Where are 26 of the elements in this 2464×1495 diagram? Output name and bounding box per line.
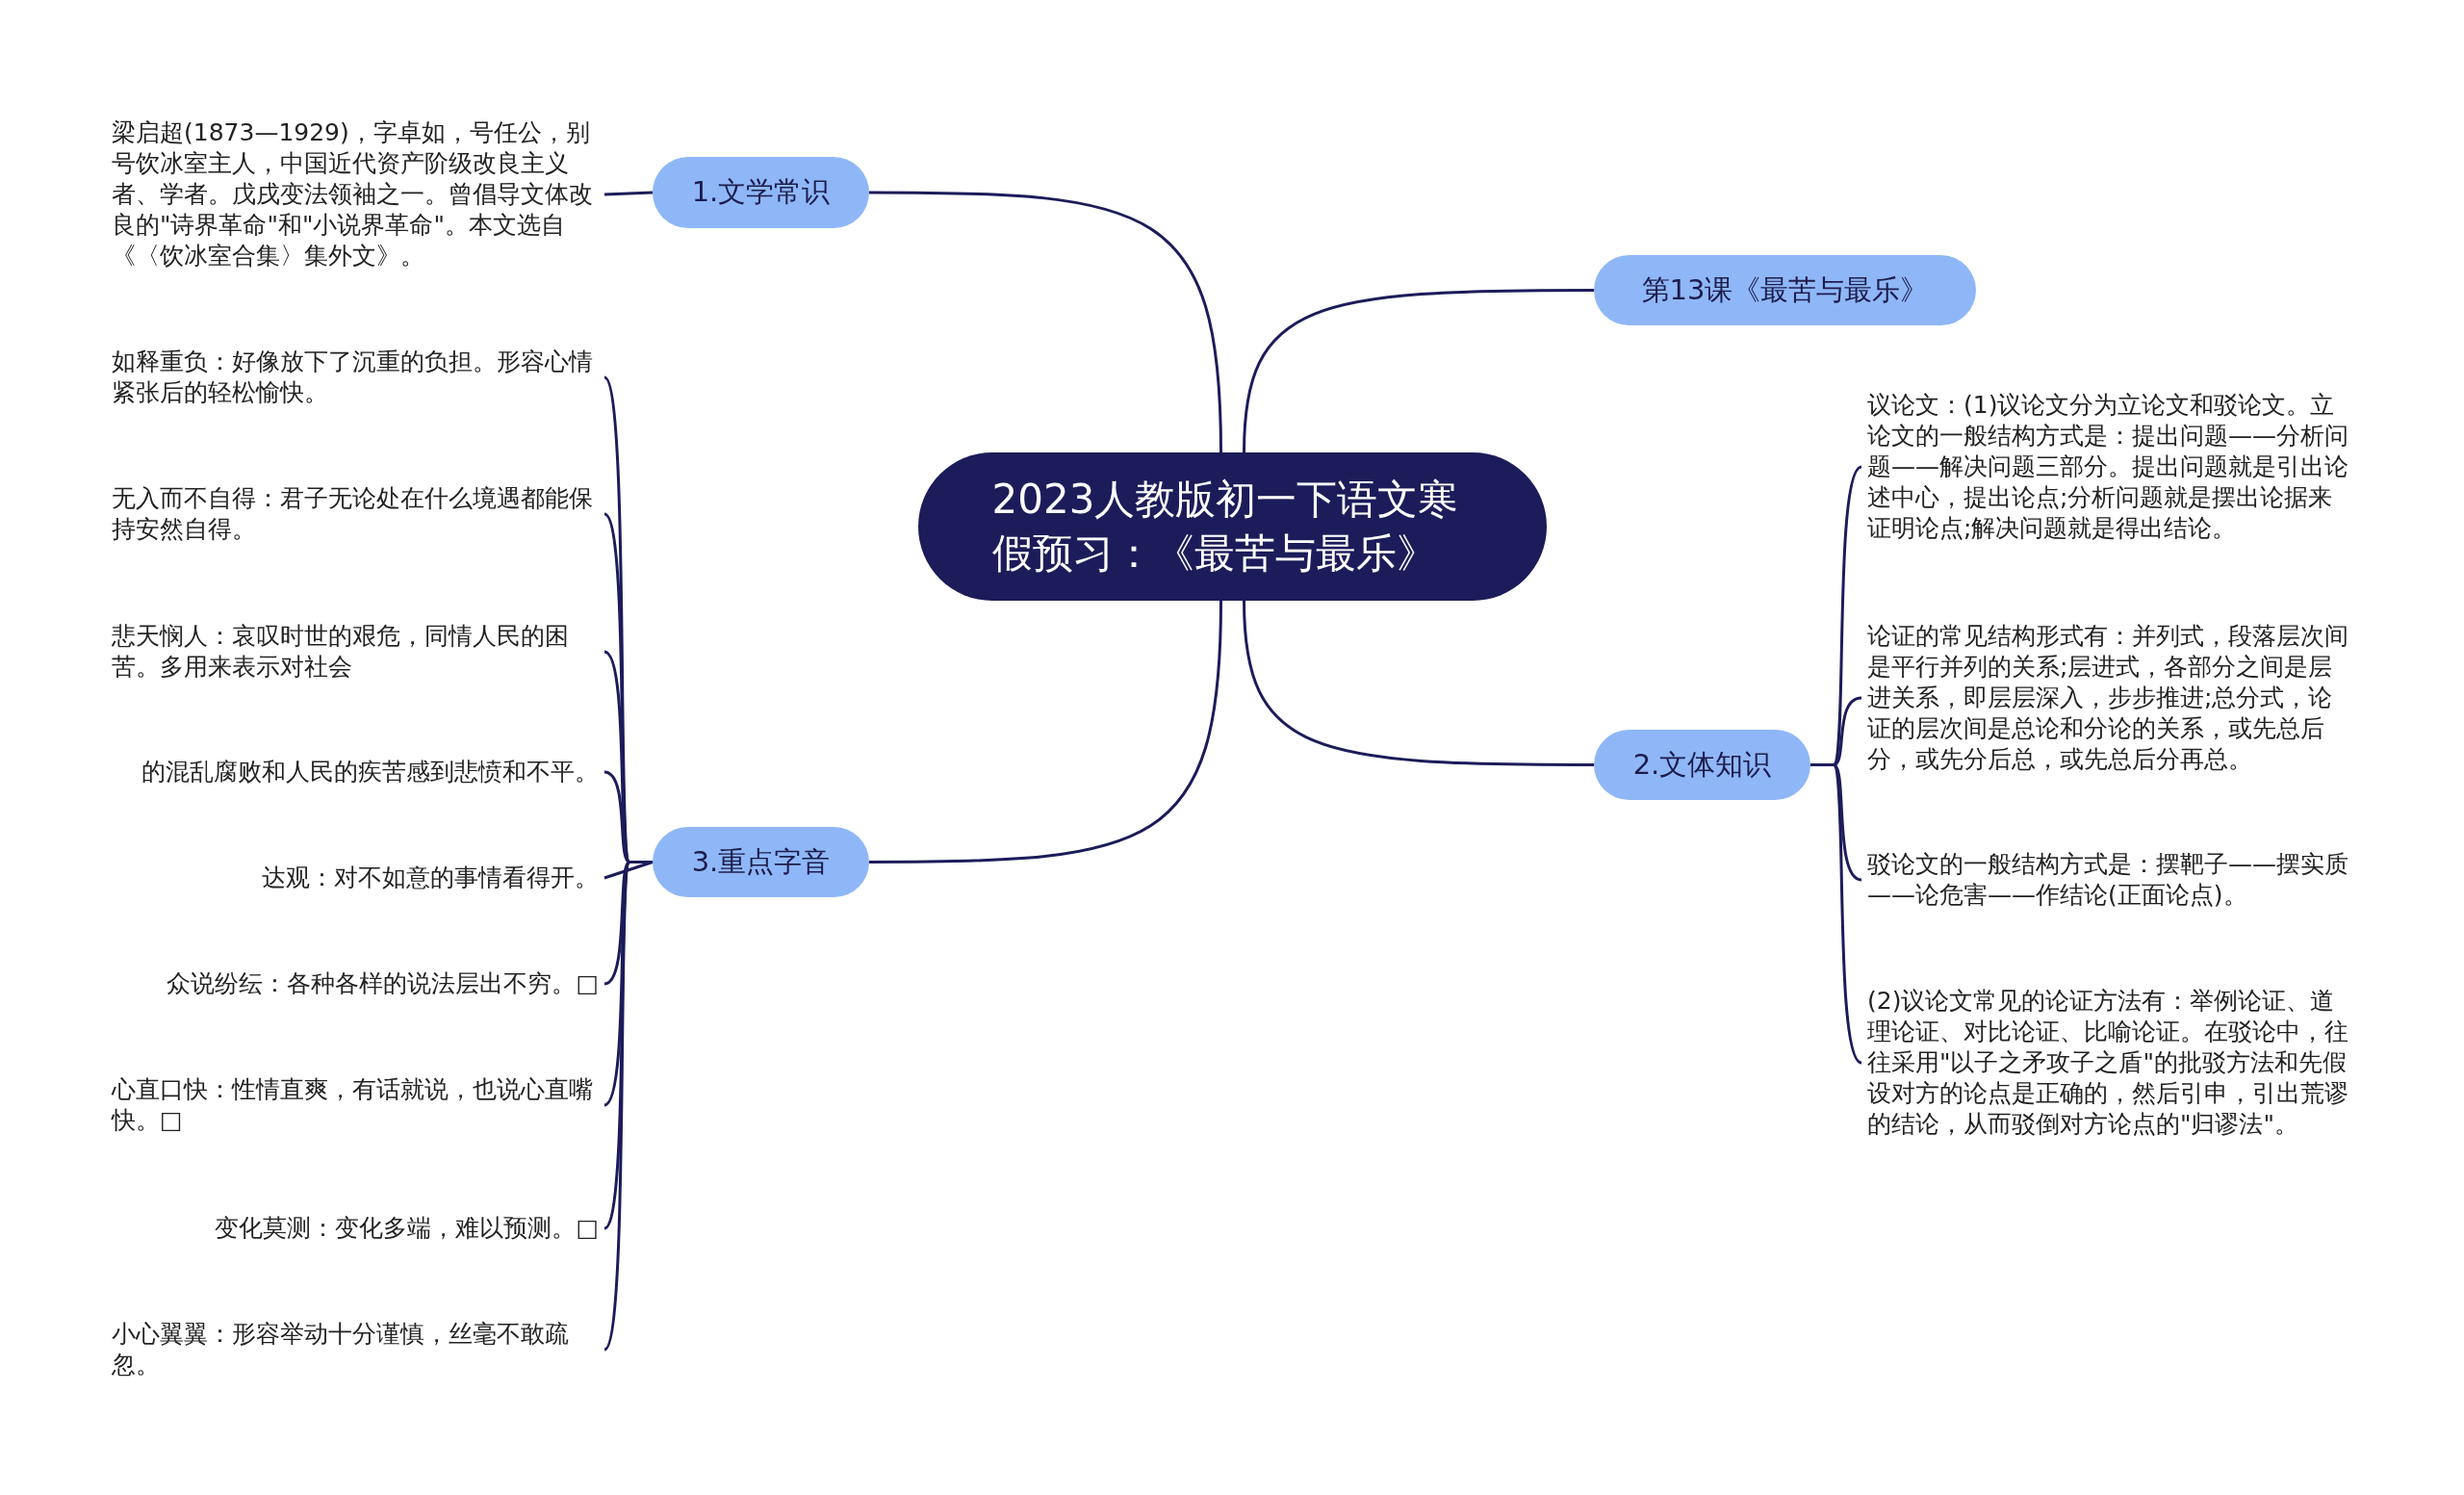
note-text: 众说纷纭：各种各样的说法层出不穷。□ — [167, 968, 599, 999]
note-text: 变化莫测：变化多端，难以预测。□ — [215, 1213, 599, 1244]
note-text: 小心翼翼：形容举动十分谨慎，丝毫不敢疏忽。 — [112, 1319, 599, 1380]
topic-title: 2023人教版初一下语文寒假预习：《最苦与最乐》 — [991, 475, 1460, 579]
note-text: 悲天悯人：哀叹时世的艰危，同情人民的困苦。多用来表示对社会 — [112, 621, 599, 683]
note-text: 驳论文的一般结构方式是：摆靶子——摆实质——论危害——作结论(正面论点)。 — [1867, 849, 2354, 911]
connector-line — [869, 600, 1222, 863]
connector-line — [1810, 763, 1863, 1065]
connector-line — [603, 191, 654, 196]
connector-line — [1243, 600, 1594, 766]
branch-topic: 第13课《最苦与最乐》 — [1594, 255, 1976, 325]
note-text: 论证的常见结构形式有：并列式，段落层次间是平行并列的关系;层进式，各部分之间是层进关系，即层层深入，步步推进;总分式，论证的层次间是总论和分论的关系，或先总后分，或先分后总，或先总后分再总。 — [1867, 621, 2354, 775]
note-text: 的混乱腐败和人民的疾苦感到悲愤和不平。 — [141, 757, 599, 787]
branch-topic: 3.重点字音 — [653, 827, 869, 897]
connector-line — [869, 191, 1222, 453]
note-text: 心直口快：性情直爽，有话就说，也说心直嘴快。□ — [112, 1074, 599, 1136]
note-text: 议论文：(1)议论文分为立论文和驳论文。立论文的一般结构方式是：提出问题——分析问题——解决问题三部分。提出问题就是引出论述中心，提出论点;分析问题就是摆出论据来证明论点;解决问题就是得出结论。 — [1867, 390, 2354, 544]
note-text: 达观：对不如意的事情看得开。 — [262, 863, 599, 893]
note-text: 无入而不自得：君子无论处在什么境遇都能保持安然自得。 — [112, 483, 599, 545]
note-text: 梁启超(1873—1929)，字卓如，号任公，别号饮冰室主人，中国近代资产阶级改良主义者、学者。戊戌变法领袖之一。曾倡导文体改良的"诗界革命"和"小说界革命"。本文选自《〈饮冰室合集〉集外文》。 — [112, 117, 599, 271]
branch-topic: 2.文体知识 — [1594, 730, 1810, 800]
note-text: (2)议论文常见的论证方法有：举例论证、道理论证、对比论证、比喻论证。在驳论中，往往采用"以子之矛攻子之盾"的批驳方法和先假设对方的论点是正确的，然后引申，引出荒谬的结论，从而驳倒对方论点的"归谬法"。 — [1867, 986, 2354, 1140]
branch-topic: 1.文学常识 — [653, 157, 869, 228]
connector-line — [603, 861, 654, 880]
connector-line — [1243, 289, 1594, 453]
note-text: 如释重负：好像放下了沉重的负担。形容心情紧张后的轻松愉快。 — [112, 347, 599, 408]
